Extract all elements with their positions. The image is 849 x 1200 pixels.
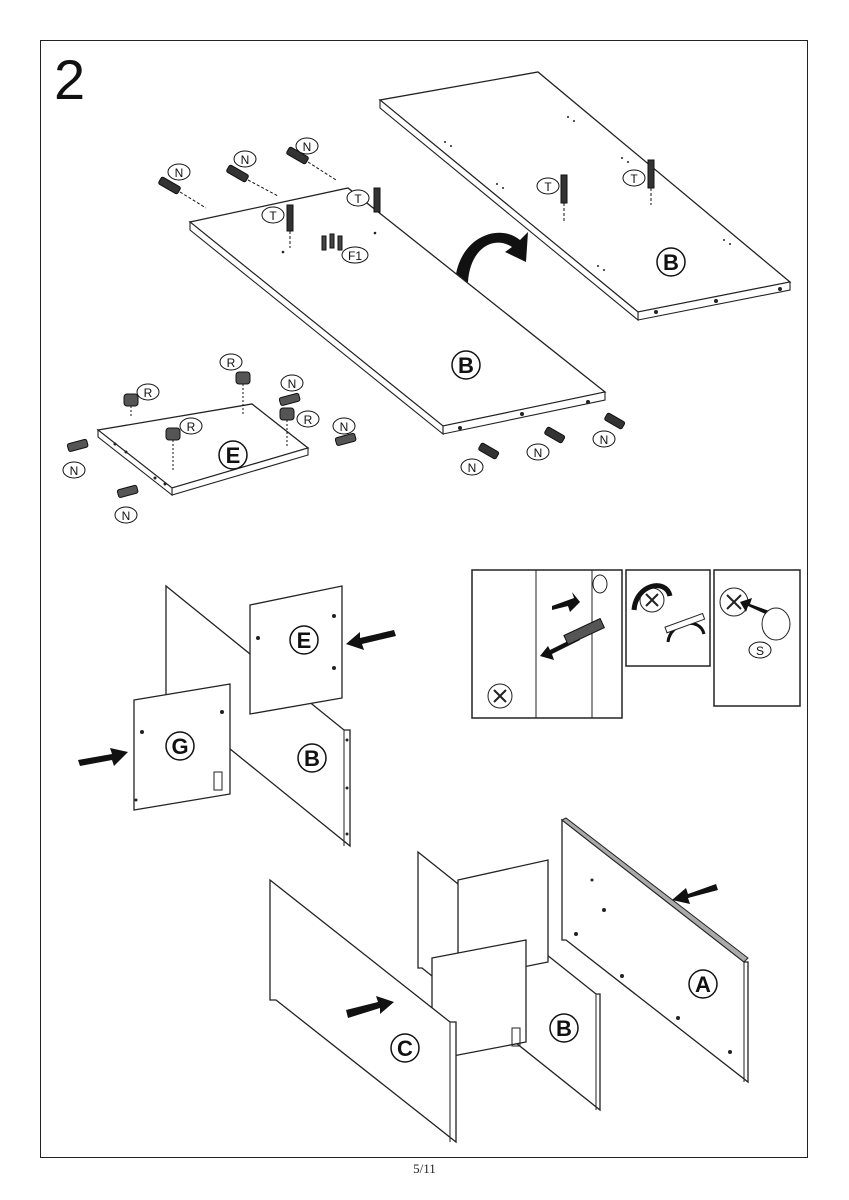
- label-n-2: N: [233, 150, 257, 168]
- cam-bolt-t-2: [647, 159, 655, 205]
- svg-text:N: N: [241, 153, 250, 167]
- wood-dowels-n-e: [66, 392, 357, 498]
- svg-text:T: T: [354, 192, 362, 206]
- svg-text:B: B: [556, 1016, 572, 1041]
- flip-arrow-icon: [455, 232, 528, 282]
- label-b-top-right: B: [656, 247, 686, 277]
- label-g: G: [165, 731, 195, 761]
- label-r-2: R: [219, 353, 243, 371]
- svg-text:T: T: [544, 180, 552, 194]
- svg-text:R: R: [227, 356, 236, 370]
- svg-text:B: B: [663, 250, 679, 275]
- svg-text:B: B: [458, 353, 474, 378]
- svg-text:B: B: [304, 746, 320, 771]
- svg-text:N: N: [340, 420, 349, 434]
- svg-text:E: E: [297, 628, 312, 653]
- svg-text:N: N: [70, 464, 79, 478]
- label-b-middle: B: [451, 350, 481, 380]
- fitting-f1: [321, 233, 343, 251]
- label-s: S: [748, 641, 772, 659]
- svg-text:E: E: [226, 443, 241, 468]
- svg-text:T: T: [269, 209, 277, 223]
- label-a: A: [688, 969, 718, 999]
- svg-text:T: T: [630, 172, 638, 186]
- svg-text:N: N: [534, 446, 543, 460]
- step-number: 2: [54, 48, 86, 111]
- label-n-3: N: [295, 137, 319, 155]
- svg-text:N: N: [600, 433, 609, 447]
- detail-inset-3: [713, 569, 801, 707]
- page-number: 5/11: [413, 1161, 436, 1176]
- label-e-top: E: [218, 440, 248, 470]
- svg-text:R: R: [187, 420, 196, 434]
- cam-bolt-t-1: [560, 174, 568, 222]
- arrow-icon-g: [78, 748, 128, 766]
- svg-text:N: N: [122, 509, 131, 523]
- panel-a: [561, 817, 749, 1084]
- svg-text:N: N: [303, 140, 312, 154]
- cam-locks-r: [123, 371, 295, 470]
- svg-text:N: N: [175, 166, 184, 180]
- arrow-icon-c: [346, 996, 394, 1018]
- panel-b: [188, 187, 607, 436]
- detail-inset-2: [625, 569, 711, 667]
- label-n-7: N: [280, 374, 304, 392]
- label-t-b2: T: [622, 169, 646, 187]
- label-t-3: T: [261, 206, 285, 224]
- label-r-3: R: [179, 417, 203, 435]
- svg-text:R: R: [304, 413, 313, 427]
- label-n-4: N: [460, 458, 484, 476]
- label-n-1: N: [167, 163, 191, 181]
- label-n-10: N: [114, 506, 138, 524]
- label-b-bottom: B: [549, 1013, 579, 1043]
- svg-text:F1: F1: [348, 249, 362, 263]
- wood-dowels-n-bottom: [478, 412, 626, 460]
- label-e-middle: E: [289, 625, 319, 655]
- label-n-9: N: [62, 461, 86, 479]
- svg-text:R: R: [144, 386, 153, 400]
- panel-b-flipped: [378, 71, 792, 322]
- label-n-8: N: [332, 417, 356, 435]
- label-b-vertical: B: [297, 743, 327, 773]
- cam-bolt-t-4: [373, 187, 381, 213]
- label-c: C: [390, 1033, 420, 1063]
- detail-inset-1: [471, 569, 623, 719]
- page-frame: [40, 40, 808, 1158]
- label-t-4: T: [346, 189, 370, 207]
- svg-text:N: N: [288, 377, 297, 391]
- label-n-6: N: [592, 430, 616, 448]
- panel-e: [96, 403, 310, 497]
- arrow-icon-e: [346, 630, 396, 650]
- label-t-b1: T: [536, 177, 560, 195]
- svg-text:A: A: [695, 972, 711, 997]
- arrow-icon-a: [672, 884, 718, 904]
- label-r-4: R: [296, 410, 320, 428]
- label-r-1: R: [136, 383, 160, 401]
- svg-text:G: G: [171, 734, 188, 759]
- label-f1: F1: [341, 246, 369, 264]
- label-n-5: N: [526, 443, 550, 461]
- svg-text:S: S: [756, 644, 764, 658]
- svg-text:N: N: [468, 461, 477, 475]
- cam-bolt-t-3: [286, 204, 294, 248]
- svg-text:C: C: [397, 1036, 413, 1061]
